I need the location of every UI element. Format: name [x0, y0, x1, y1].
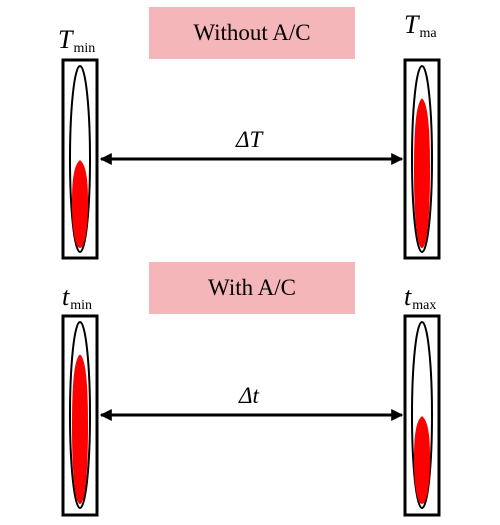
thermometer-liquid — [414, 98, 430, 249]
with-ac-banner: With A/C — [149, 262, 355, 314]
top-difference-label: ΔT — [236, 127, 263, 152]
label-symbol: T — [58, 25, 73, 54]
bottom-right-label: tmax — [404, 282, 437, 313]
top-left-label: Tmin — [58, 25, 96, 56]
bottom-difference-label: Δt — [239, 383, 259, 408]
thermometer-icon-bottom-left — [61, 314, 99, 517]
thermometer-frame — [61, 314, 99, 517]
label-subscript: min — [73, 41, 96, 56]
label-subscript: min — [70, 298, 93, 313]
label-symbol: t — [62, 282, 70, 311]
top-right-label: Tma — [404, 10, 437, 41]
thermometer-liquid — [72, 354, 88, 504]
thermometer-frame — [61, 58, 99, 260]
thermometer-icon-top-right — [403, 58, 441, 260]
thermometer-frame — [403, 58, 441, 260]
label-symbol: t — [404, 282, 412, 311]
bottom-left-label: tmin — [62, 282, 93, 313]
label-subscript: ma — [419, 26, 437, 41]
thermometer-liquid — [72, 160, 88, 248]
without-ac-banner: Without A/C — [149, 7, 355, 59]
thermometer-icon-bottom-right — [403, 314, 441, 517]
label-subscript: max — [412, 298, 437, 313]
thermometer-icon-top-left — [61, 58, 99, 260]
thermometer-frame — [403, 314, 441, 517]
label-symbol: T — [404, 10, 419, 39]
thermometer-liquid — [414, 416, 430, 504]
